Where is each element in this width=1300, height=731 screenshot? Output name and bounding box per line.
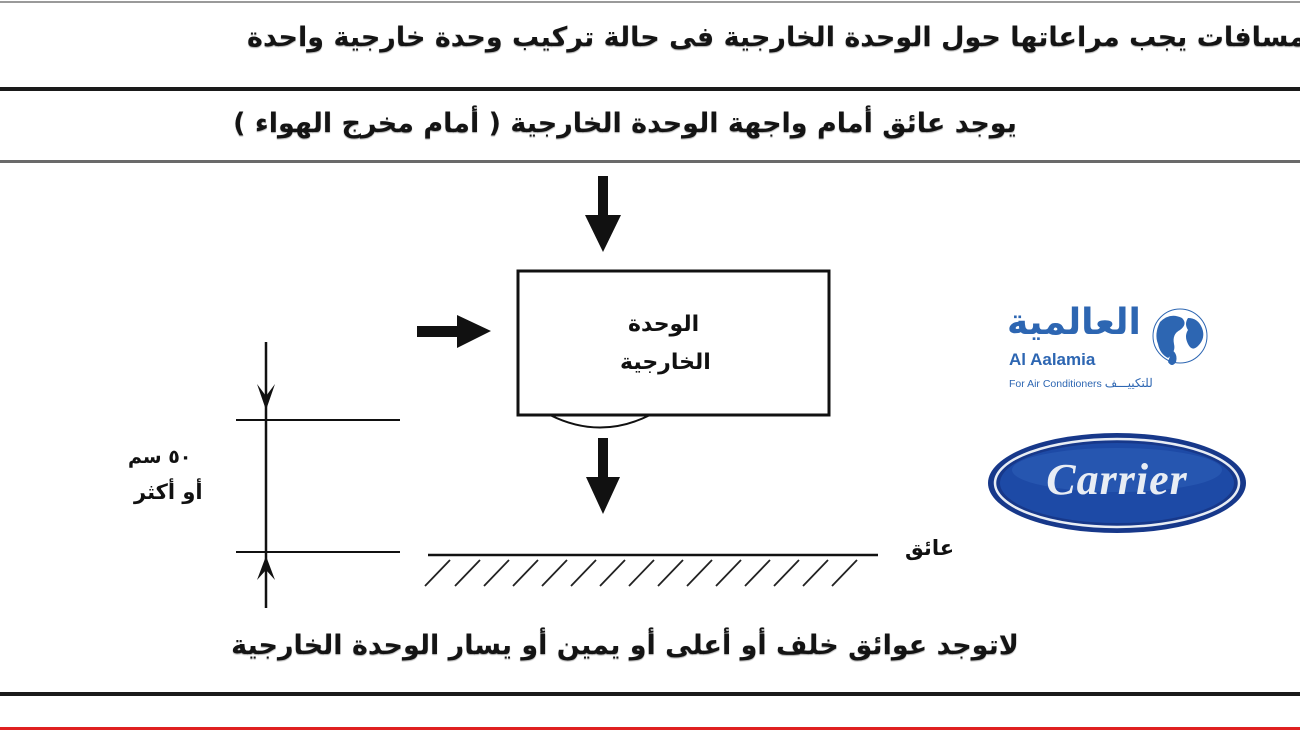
- unit-label-line2: الخارجية: [620, 350, 711, 375]
- footer-note: لاتوجد عوائق خلف أو أعلى أو يمين أو يسار…: [231, 630, 1019, 661]
- distance-label-value: ٥٠ سم: [128, 446, 192, 468]
- red-accent-rule: [0, 727, 1300, 730]
- alaalamia-arabic-name: العالمية: [1007, 302, 1141, 343]
- subtitle: يوجد عائق أمام واجهة الوحدة الخارجية ( أ…: [233, 108, 1017, 139]
- alaalamia-tagline-en: For Air Conditioners: [1009, 378, 1102, 390]
- outdoor-unit-box: [516, 269, 831, 417]
- alaalamia-english-name: Al Aalamia: [1009, 350, 1096, 369]
- alaalamia-tagline-ar: للتكييـــف: [1104, 376, 1153, 390]
- carrier-logo-shape: [988, 433, 1246, 533]
- obstacle-label: عائق: [905, 536, 955, 560]
- dimension-arrow-down-icon: [257, 384, 275, 410]
- globe-icon: [1152, 308, 1208, 365]
- top-rule: [0, 1, 1300, 3]
- dimension-arrow-up-icon: [257, 556, 275, 580]
- carrier-wordmark: Carrier: [1046, 455, 1188, 504]
- arrow-down-bottom-icon: [586, 438, 620, 514]
- subtitle-divider: [0, 160, 1300, 163]
- carrier-logo: Carrier: [987, 432, 1247, 534]
- obstacle-hatch: [424, 559, 858, 587]
- alaalamia-logo: العالمية Al Aalamia For Air Conditioners…: [1005, 300, 1215, 400]
- alaalamia-tagline: For Air Conditioners للتكييـــف: [1009, 376, 1153, 390]
- arrow-down-top-icon: [585, 176, 621, 252]
- arrow-right-icon: [417, 315, 491, 348]
- fan-arc: [549, 414, 651, 429]
- distance-label-or-more: أو أكثر: [134, 480, 203, 504]
- unit-label-line1: الوحدة: [628, 312, 700, 337]
- page-title: مسافات يجب مراعاتها حول الوحدة الخارجية …: [247, 22, 1300, 53]
- title-divider: [0, 87, 1300, 91]
- footer-divider: [0, 692, 1300, 696]
